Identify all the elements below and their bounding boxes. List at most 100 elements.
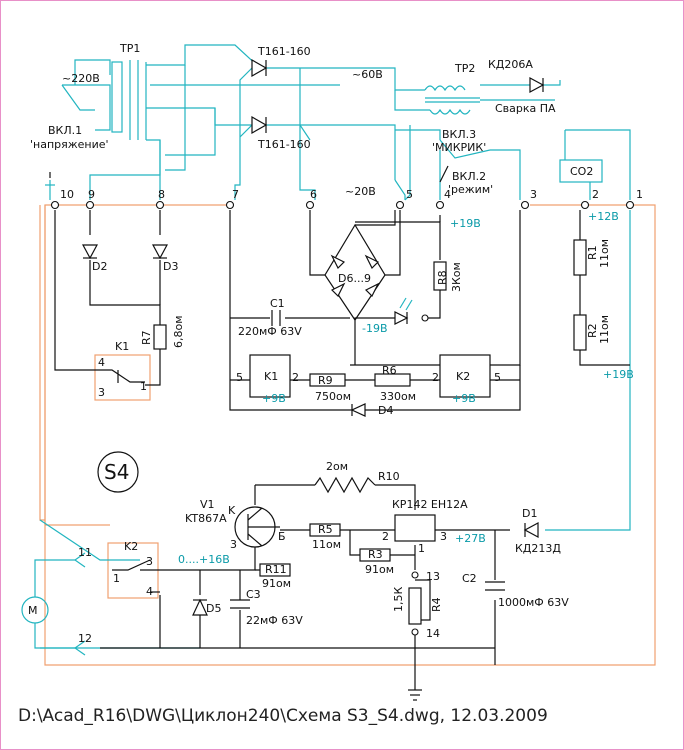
- rail-p27: +27В: [455, 532, 486, 545]
- r3-symbol: [359, 548, 391, 562]
- rail-p9b: +9В: [452, 392, 476, 405]
- ic-block: [394, 514, 436, 542]
- r11-label: R11: [265, 563, 287, 576]
- switch-2: [439, 165, 449, 183]
- r3-label: R3: [368, 548, 383, 561]
- s4-badge: [97, 451, 139, 493]
- terminal-label-10: 10: [60, 188, 74, 201]
- led-symbol: [394, 311, 409, 325]
- thyristor-1-symbol: [251, 58, 268, 78]
- k2-block-label: K2: [456, 370, 470, 383]
- k2-pin-1: 1: [113, 572, 120, 585]
- kd206-label: КД206А: [488, 58, 533, 71]
- terminal-label-7: 7: [232, 188, 239, 201]
- c2-value: 1000мФ 63V: [498, 596, 569, 609]
- r1-label: R1: [586, 245, 599, 260]
- terminal-5: [395, 200, 405, 210]
- switch-1: [61, 84, 95, 111]
- tp2-secondary: [429, 108, 471, 115]
- thyristor-2-symbol: [251, 115, 268, 135]
- r6-label: R6: [382, 364, 397, 377]
- k1-pin-1: 1: [140, 380, 147, 393]
- k2-pin-3: 3: [146, 555, 153, 568]
- rail-p9a: +9В: [262, 392, 286, 405]
- d3-symbol: [151, 244, 169, 260]
- r4-symbol: [408, 587, 422, 625]
- switch2-sublabel: 'режим': [448, 183, 493, 196]
- terminal-label-3: 3: [530, 188, 537, 201]
- switch1-sublabel: 'напряжение': [30, 138, 109, 151]
- rail-range: 0....+16В: [178, 553, 230, 566]
- tp2-primary: [424, 85, 466, 92]
- c2-label: C2: [462, 572, 477, 585]
- led-terminal: [421, 314, 429, 322]
- k1-block-pin-5: 5: [236, 371, 243, 384]
- r5-value: 11ом: [312, 538, 341, 551]
- r9-label: R9: [318, 374, 333, 387]
- svarka-label: Сварка ПА: [495, 102, 556, 115]
- k1-pin-4: 4: [98, 356, 105, 369]
- k2-block-pin-2: 2: [432, 371, 439, 384]
- c1-label: C1: [270, 297, 285, 310]
- switch2-label: ВКЛ.2: [452, 170, 486, 183]
- ic-pin-1: 1: [418, 542, 425, 555]
- node-14-label: 14: [426, 627, 440, 640]
- r5-label: R5: [318, 523, 333, 536]
- k1-block-pin-2: 2: [292, 371, 299, 384]
- components: [49, 58, 587, 656]
- d1-type: КД213Д: [515, 542, 561, 555]
- d1-label: D1: [522, 507, 537, 520]
- bridge-diode-1: [330, 254, 346, 270]
- terminal-9: [85, 200, 95, 210]
- rail-p19b: +19В: [603, 368, 634, 381]
- terminal-4: [435, 200, 445, 210]
- d2-label: D2: [92, 260, 107, 273]
- kd206-symbol: [529, 76, 545, 94]
- terminal-3: [520, 200, 530, 210]
- power-wiring: [21, 44, 631, 649]
- r10-symbol: [314, 476, 376, 494]
- k1-block-label: K1: [264, 370, 278, 383]
- ac60-label: ~60В: [352, 68, 383, 81]
- co2-box: [559, 159, 603, 183]
- node-14: [411, 628, 419, 636]
- block-label: S4: [104, 460, 129, 484]
- rail-n19: -19В: [362, 322, 388, 335]
- terminal-row: 10 9 8 7 6 5 4 3 2 1: [50, 188, 643, 210]
- node-11-label: 11: [78, 546, 92, 559]
- switch3-label: ВКЛ.3: [442, 128, 476, 141]
- bridge-diode-3: [330, 282, 346, 298]
- switch3-sublabel: 'МИКРИК': [432, 141, 486, 154]
- motor-label: M: [28, 604, 38, 617]
- r7-label: R7: [140, 330, 153, 345]
- d4-symbol: [350, 403, 366, 417]
- c3-value: 22мФ 63V: [246, 614, 303, 627]
- c3-label: C3: [246, 588, 261, 601]
- d4-label: D4: [378, 404, 393, 417]
- terminal-label-9: 9: [88, 188, 95, 201]
- r2-value: 11ом: [598, 315, 611, 344]
- d5-label: D5: [206, 602, 221, 615]
- r8-value: 3Ком: [450, 262, 463, 292]
- k1-block: [249, 354, 291, 398]
- r9-value: 750ом: [315, 390, 351, 403]
- d1-symbol: [523, 521, 539, 539]
- v1-pin-3: 3: [230, 538, 237, 551]
- k2-block-pin-5: 5: [494, 371, 501, 384]
- bridge-diode-4: [364, 282, 380, 298]
- control-wiring: [54, 210, 630, 701]
- node-13: [411, 571, 419, 579]
- r6-value: 330ом: [380, 390, 416, 403]
- r8-symbol: [433, 261, 447, 291]
- k2-pin-4: 4: [146, 585, 153, 598]
- r4-value: 1,5К: [392, 587, 405, 612]
- terminal-10: [50, 200, 60, 210]
- r2-symbol: [573, 314, 587, 351]
- terminal-label-6: 6: [310, 188, 317, 201]
- ac20-label: ~20В: [345, 185, 376, 198]
- terminal-label-8: 8: [158, 188, 165, 201]
- k2-contact-label: K2: [124, 540, 138, 553]
- terminal-7: [225, 200, 235, 210]
- r1-symbol: [573, 239, 587, 276]
- file-path-caption: D:\Acad_R16\DWG\Циклон240\Схема S3_S4.dw…: [18, 706, 548, 726]
